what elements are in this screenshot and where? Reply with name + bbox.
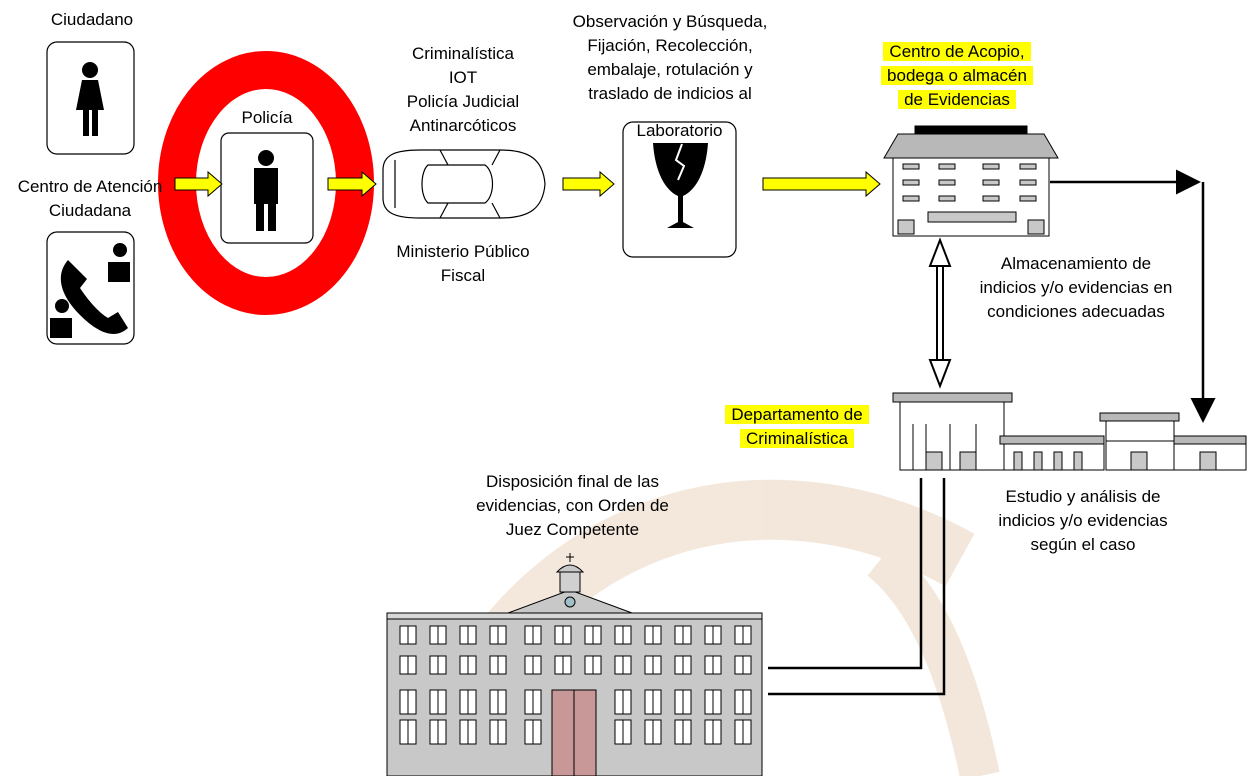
label-observacion: Observación y Búsqueda, Fijación, Recole…: [550, 10, 790, 106]
label-acopio-line3: de Evidencias: [867, 88, 1047, 112]
label-ministerio-line2: Fiscal: [440, 266, 486, 285]
acopio-building: [883, 125, 1059, 237]
label-laboratorio: Laboratorio: [636, 121, 723, 140]
label-centro-atencion: Centro de Atención Ciudadana: [0, 175, 180, 223]
label-almac-line2: indicios y/o evidencias en: [979, 278, 1173, 297]
label-almac-line3: condiciones adecuadas: [987, 302, 1165, 321]
label-disp-line3: Juez Competente: [505, 520, 640, 539]
label-obs-line4: traslado de indicios al: [588, 84, 752, 103]
label-estudio-line1: Estudio y análisis de: [1005, 487, 1161, 506]
laboratorio-box: [622, 121, 737, 258]
label-departamento: Departamento de Criminalística: [712, 403, 882, 451]
label-crim-line4: Antinarcóticos: [409, 116, 517, 135]
label-centro-atencion-line2: Ciudadana: [48, 201, 132, 220]
arrow-3: [562, 170, 615, 198]
label-depto-line1: Departamento de: [712, 403, 882, 427]
label-almacenamiento: Almacenamiento de indicios y/o evidencia…: [946, 252, 1206, 324]
bidirectional-arrow: [928, 237, 952, 389]
label-disp-line2: evidencias, con Orden de: [476, 496, 669, 515]
departamento-building: [892, 392, 1247, 471]
police-person-icon: [254, 150, 278, 231]
label-acopio-line1: Centro de Acopio,: [867, 40, 1047, 64]
label-ministerio-line1: Ministerio Público: [396, 242, 530, 261]
label-depto-line2: Criminalística: [712, 427, 882, 451]
label-obs-line2: Fijación, Recolección,: [587, 36, 753, 55]
ciudadano-box: [46, 41, 135, 155]
broken-glass-icon: [653, 143, 708, 228]
label-estudio: Estudio y análisis de indicios y/o evide…: [968, 485, 1198, 557]
label-centro-atencion-line1: Centro de Atención: [17, 177, 163, 196]
flow-arrows: [174, 170, 881, 198]
arrow-2: [327, 170, 377, 198]
woman-icon: [76, 62, 104, 136]
label-estudio-line3: según el caso: [1030, 535, 1136, 554]
label-centro-acopio: Centro de Acopio, bodega o almacén de Ev…: [867, 40, 1047, 112]
telephone-icon: [50, 243, 130, 338]
label-policia: Policía: [241, 108, 293, 127]
label-crim-line1: Criminalística: [411, 44, 515, 63]
arrow-4: [762, 170, 881, 198]
connector-lines: [768, 478, 946, 696]
label-disp-line1: Disposición final de las: [486, 472, 659, 491]
label-criminalistica-group: Criminalística IOT Policía Judicial Anti…: [383, 42, 543, 138]
car-icon: [382, 149, 546, 219]
call-center-box: [46, 231, 135, 345]
label-disposicion: Disposición final de las evidencias, con…: [450, 470, 695, 542]
loop-arrow: [1050, 169, 1216, 423]
label-ministerio: Ministerio Público Fiscal: [378, 240, 548, 288]
label-obs-line1: Observación y Búsqueda,: [572, 12, 768, 31]
label-crim-line3: Policía Judicial: [406, 92, 520, 111]
label-estudio-line2: indicios y/o evidencias: [998, 511, 1168, 530]
courthouse-building: [386, 553, 763, 776]
label-obs-line3: embalaje, rotulación y: [587, 60, 753, 79]
label-crim-line2: IOT: [448, 68, 478, 87]
label-almac-line1: Almacenamiento de: [1000, 254, 1152, 273]
arrow-1: [174, 170, 223, 198]
label-acopio-line2: bodega o almacén: [867, 64, 1047, 88]
label-ciudadano: Ciudadano: [50, 10, 134, 29]
